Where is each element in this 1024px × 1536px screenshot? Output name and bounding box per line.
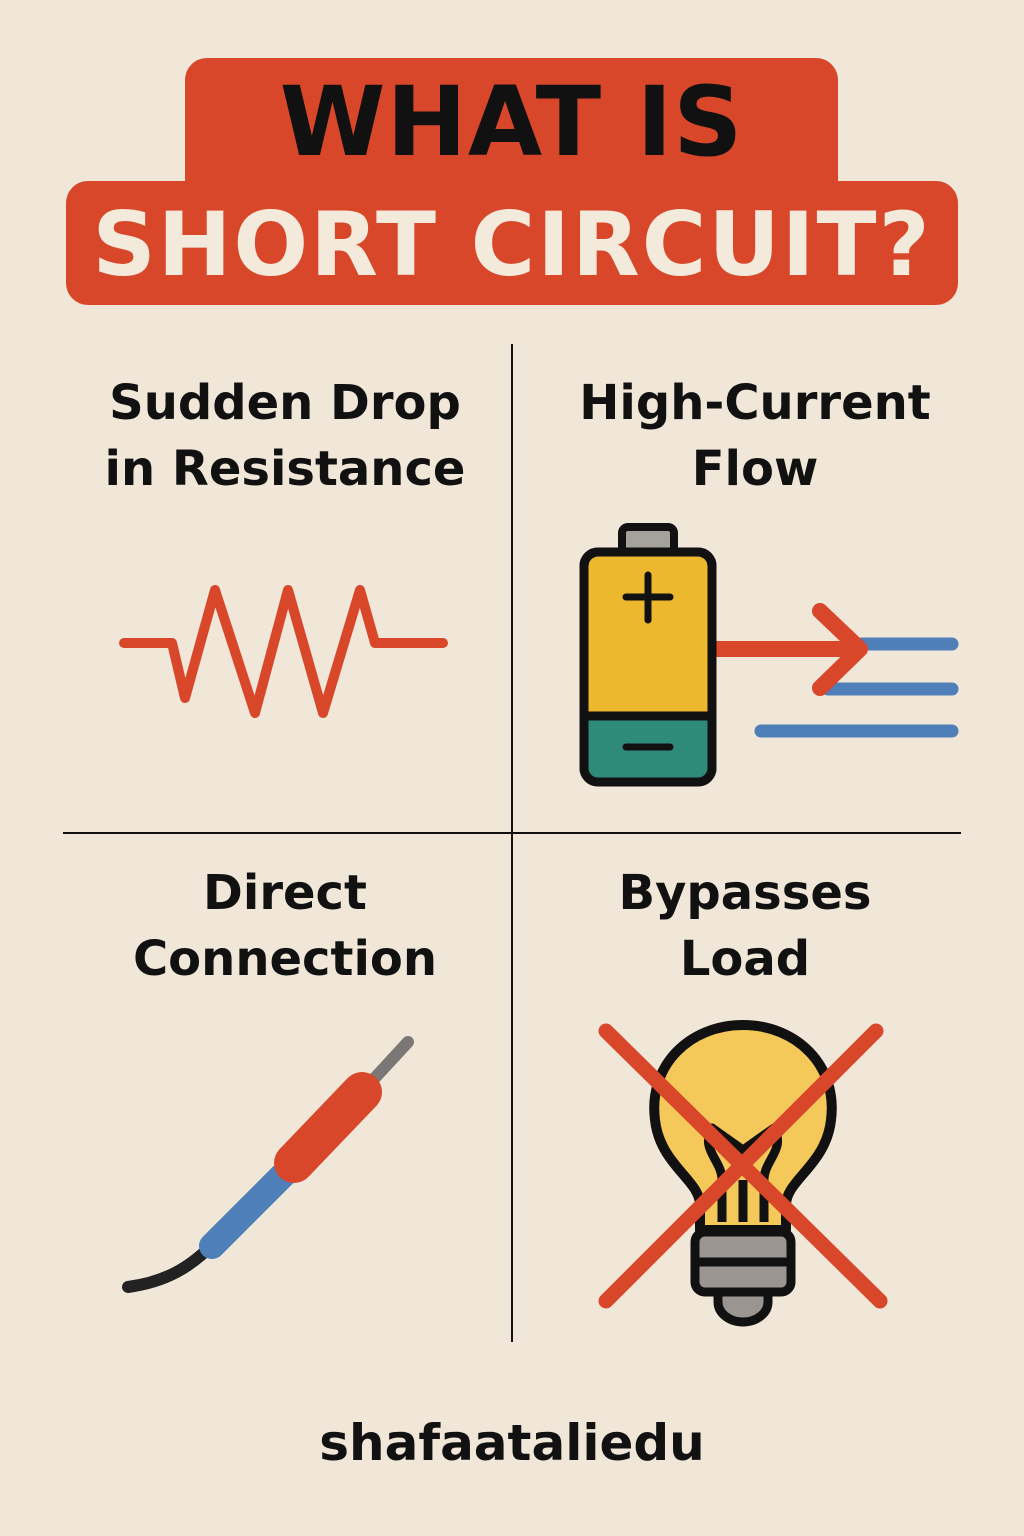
current-flow-lines-icon (754, 637, 959, 738)
title-line-1: WHAT IS (279, 66, 744, 178)
current-arrow-icon (712, 603, 868, 696)
horizontal-divider (63, 832, 961, 834)
quadrant-heading-resistance: Sudden Drop in Resistance (70, 370, 500, 502)
heading-line: Sudden Drop (109, 375, 461, 431)
title-banner-bottom (66, 181, 958, 305)
heading-line: High-Current (579, 375, 931, 431)
quadrant-heading-bypasses-load: Bypasses Load (530, 860, 960, 992)
heading-line: Load (679, 931, 811, 987)
heading-line: Connection (132, 931, 438, 987)
lightbulb-icon (649, 1020, 837, 1327)
quadrant-heading-direct-connection: Direct Connection (70, 860, 500, 992)
heading-line: Flow (691, 441, 819, 497)
title-line-2: SHORT CIRCUIT? (92, 193, 932, 296)
heading-line: Bypasses (618, 865, 872, 921)
heading-line: in Resistance (104, 441, 466, 497)
quadrant-heading-current: High-Current Flow (530, 370, 980, 502)
heading-line: Direct (203, 865, 367, 921)
battery-icon (579, 523, 717, 787)
vertical-divider (511, 344, 513, 1342)
footer-credit: shafaataliedu (319, 1414, 705, 1472)
cross-out-icon (598, 1023, 888, 1309)
